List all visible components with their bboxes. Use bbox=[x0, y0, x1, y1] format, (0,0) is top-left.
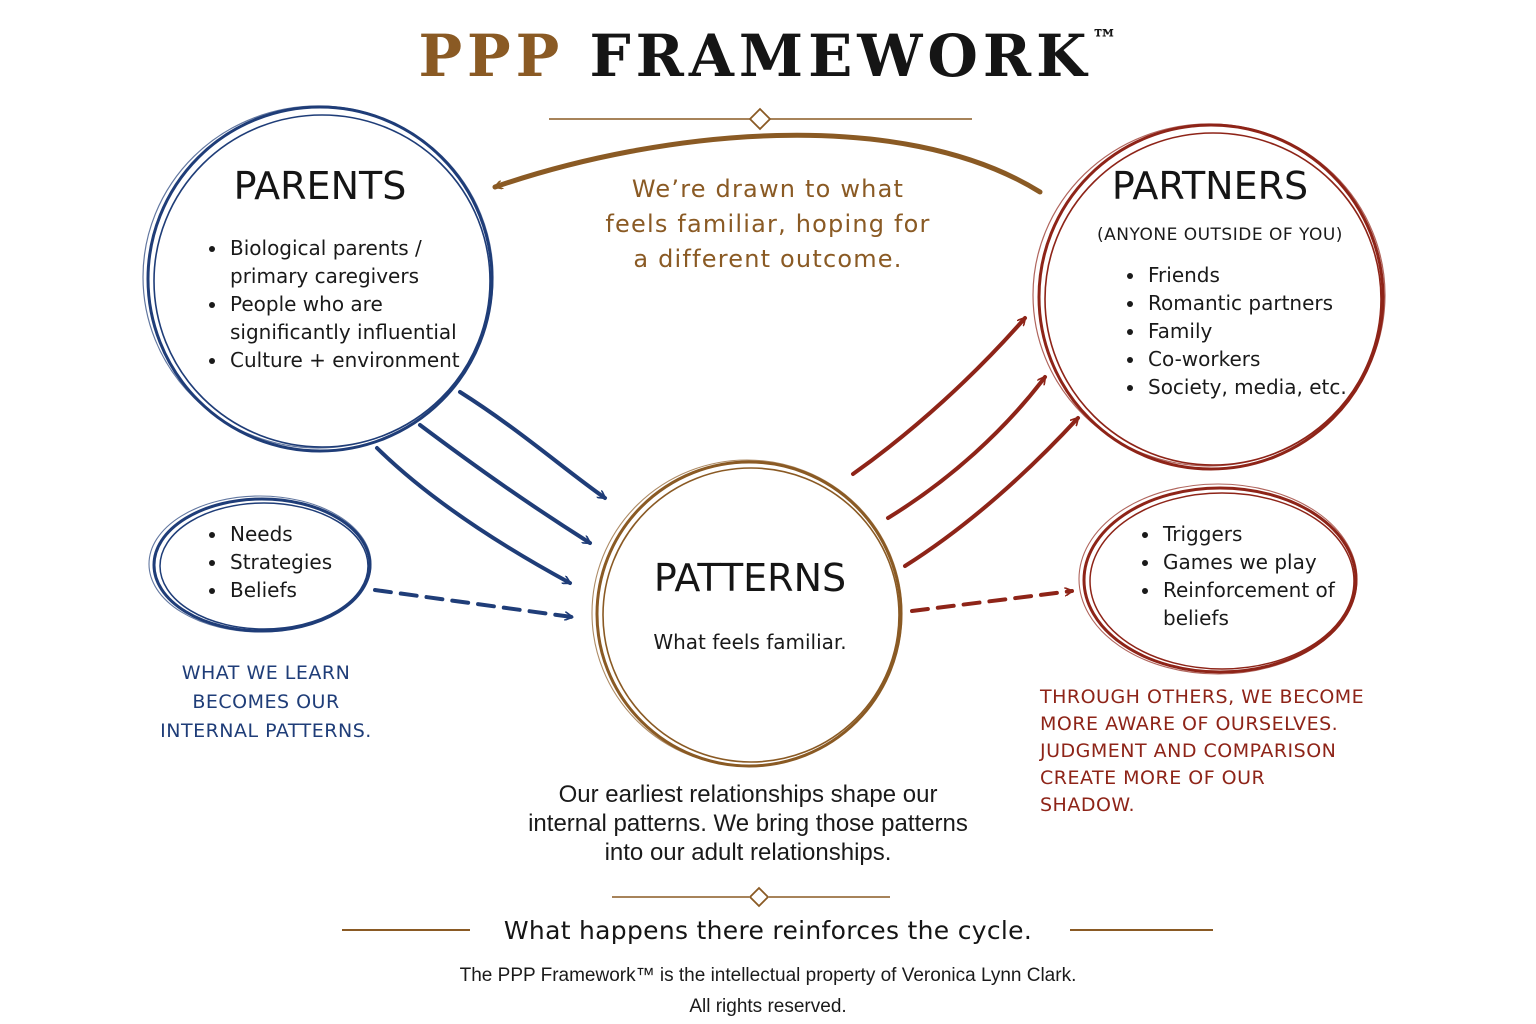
summary-line: into our adult relationships. bbox=[604, 839, 892, 866]
cycle-statement: What happens there reinforces the cycle. bbox=[503, 916, 1033, 945]
list-item: Reinforcement of beliefs bbox=[1161, 576, 1341, 632]
list-item: Society, media, etc. bbox=[1146, 373, 1376, 401]
familiar-return-arrow bbox=[492, 132, 1043, 195]
list-item: Family bbox=[1146, 317, 1376, 345]
list-item: Romantic partners bbox=[1146, 289, 1376, 317]
patterns-title: PATTERNS bbox=[653, 556, 847, 600]
summary-line: internal patterns. We bring those patter… bbox=[528, 810, 968, 837]
partners-title: PARTNERS bbox=[1111, 164, 1309, 208]
title-framework: FRAMEWORK bbox=[589, 22, 1092, 90]
list-item: Needs bbox=[228, 520, 378, 548]
list-item: Beliefs bbox=[228, 576, 378, 604]
list-item: Culture + environment bbox=[228, 346, 478, 374]
note-line: CREATE MORE OF OUR bbox=[1040, 767, 1266, 789]
bottom-divider bbox=[612, 886, 890, 908]
note-line: JUDGMENT AND COMPARISON bbox=[1040, 740, 1337, 762]
patterns-to-trigger-dashed-arrow bbox=[910, 591, 1072, 613]
list-item: Strategies bbox=[228, 548, 378, 576]
patterns-circle bbox=[591, 459, 903, 768]
quote-line: feels familiar, hoping for bbox=[605, 210, 931, 238]
list-item: Biological parents / primary caregivers bbox=[228, 234, 478, 290]
note-line: WHAT WE LEARN bbox=[181, 662, 351, 684]
learn-list: Needs Strategies Beliefs bbox=[206, 520, 378, 604]
note-line: BECOMES OUR bbox=[192, 691, 340, 713]
list-item: Co-workers bbox=[1146, 345, 1376, 373]
title-ppp: PPP bbox=[418, 22, 565, 90]
familiar-quote: We’re drawn to what feels familiar, hopi… bbox=[578, 172, 958, 277]
partners-list: Friends Romantic partners Family Co-work… bbox=[1124, 261, 1376, 401]
list-item: Triggers bbox=[1161, 520, 1341, 548]
quote-line: a different outcome. bbox=[633, 245, 903, 273]
title-divider bbox=[549, 107, 972, 131]
partners-circle bbox=[1032, 123, 1386, 471]
quote-line: We’re drawn to what bbox=[631, 175, 905, 203]
patterns-subtitle: What feels familiar. bbox=[653, 630, 847, 654]
list-item: People who are significantly influential bbox=[228, 290, 478, 346]
trigger-list: Triggers Games we play Reinforcement of … bbox=[1139, 520, 1341, 632]
patterns-to-partners-arrows bbox=[851, 316, 1080, 568]
copyright-line: The PPP Framework™ is the intellectual p… bbox=[459, 965, 1077, 986]
note-line: INTERNAL PATTERNS. bbox=[160, 720, 372, 742]
list-item: Friends bbox=[1146, 261, 1376, 289]
parents-list: Biological parents / primary caregivers … bbox=[206, 234, 478, 374]
learn-to-patterns-dashed-arrow bbox=[373, 588, 572, 617]
page-title: PPP FRAMEWORK™ bbox=[0, 22, 1536, 90]
copyright-line: All rights reserved. bbox=[689, 996, 847, 1017]
note-line: MORE AWARE OF OURSELVES. bbox=[1040, 713, 1339, 735]
summary-line: Our earliest relationships shape our bbox=[558, 781, 938, 808]
title-trademark: ™ bbox=[1091, 25, 1118, 55]
trigger-circle bbox=[1078, 483, 1358, 675]
parents-to-patterns-arrows bbox=[375, 390, 605, 585]
learn-note: WHAT WE LEARN BECOMES OUR INTERNAL PATTE… bbox=[136, 659, 396, 746]
parents-title: PARENTS bbox=[233, 164, 407, 208]
parents-circle bbox=[142, 105, 494, 453]
copyright-notice: The PPP Framework™ is the intellectual p… bbox=[368, 960, 1168, 1022]
others-note: THROUGH OTHERS, WE BECOME MORE AWARE OF … bbox=[1040, 684, 1400, 819]
list-item: Games we play bbox=[1161, 548, 1341, 576]
summary-text: Our earliest relationships shape our int… bbox=[470, 780, 1026, 867]
note-line: THROUGH OTHERS, WE BECOME bbox=[1040, 686, 1365, 708]
learn-circle bbox=[148, 495, 372, 633]
partners-subtitle: (ANYONE OUTSIDE OF YOU) bbox=[1097, 225, 1343, 245]
note-line: SHADOW. bbox=[1040, 794, 1136, 816]
